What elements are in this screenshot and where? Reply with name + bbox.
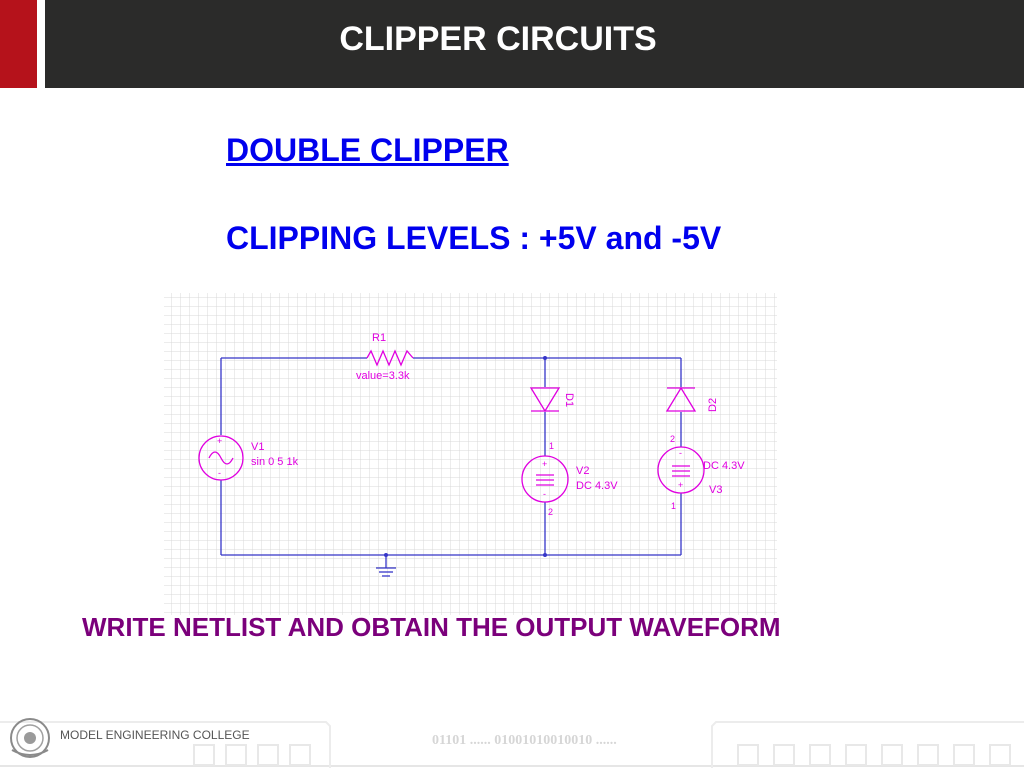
sine-wave-icon xyxy=(208,451,234,465)
v3-label: V3 xyxy=(709,484,722,496)
v3-minus: - xyxy=(679,448,682,458)
dc-source-v3 xyxy=(657,446,705,494)
v2-pin-1: 1 xyxy=(549,441,554,451)
college-name: MODEL ENGINEERING COLLEGE xyxy=(60,728,250,742)
schematic-grid xyxy=(164,293,777,615)
sine-source-v1 xyxy=(198,435,244,481)
clipping-levels-text: CLIPPING LEVELS : +5V and -5V xyxy=(226,220,722,256)
college-logo xyxy=(10,718,50,758)
v1-plus: + xyxy=(217,436,222,446)
d2-label: D2 xyxy=(707,398,719,412)
diode-d2 xyxy=(665,386,697,412)
v2-label: V2 xyxy=(576,465,589,477)
v2-minus: - xyxy=(543,489,546,499)
v2-plus: + xyxy=(542,459,547,469)
instruction-text: WRITE NETLIST AND OBTAIN THE OUTPUT WAVE… xyxy=(82,612,781,642)
header-accent-block xyxy=(0,0,37,88)
resistor-r1 xyxy=(366,349,414,367)
v1-minus: - xyxy=(218,468,221,478)
v3-pin-2: 2 xyxy=(670,434,675,444)
v1-label: V1 xyxy=(251,441,264,453)
binary-decoration-text: 01101 ...... 01001010010010 ...... xyxy=(432,733,617,748)
ground-icon xyxy=(376,567,396,577)
v3-value: DC 4.3V xyxy=(703,460,745,472)
v1-value: sin 0 5 1k xyxy=(251,456,299,468)
r1-value: value=3.3k xyxy=(356,370,410,382)
v2-value: DC 4.3V xyxy=(576,480,618,492)
v2-pin-2: 2 xyxy=(548,507,553,517)
r1-label: R1 xyxy=(372,332,386,344)
junction-dots xyxy=(384,356,547,557)
dc-source-v2 xyxy=(521,455,569,503)
v3-plus: + xyxy=(678,480,683,490)
diode-d1 xyxy=(529,387,561,413)
d1-label: D1 xyxy=(563,393,575,407)
section-heading: DOUBLE CLIPPER xyxy=(226,132,509,168)
header-bar xyxy=(45,0,1024,88)
slide-title: CLIPPER CIRCUITS xyxy=(339,20,657,58)
v3-pin-1: 1 xyxy=(671,501,676,511)
